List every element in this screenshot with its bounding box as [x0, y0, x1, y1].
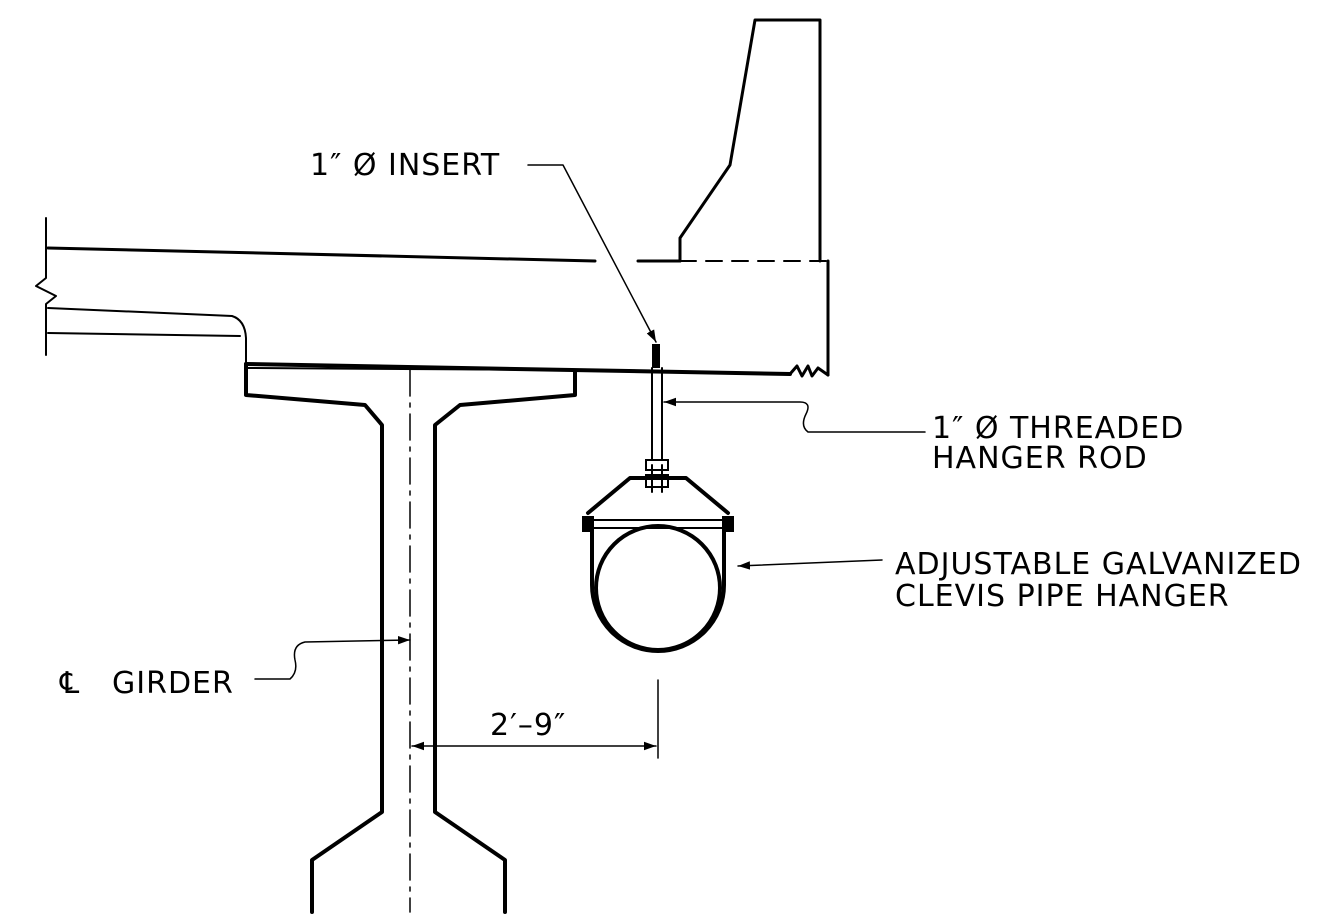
barrier-parapet: [678, 18, 822, 263]
rod-label-line2: HANGER ROD: [932, 441, 1148, 476]
centerline-symbol: ℄: [59, 666, 80, 701]
rod-leader: [663, 397, 926, 433]
dimension: [411, 679, 659, 759]
insert-label: 1″ Ø INSERT: [310, 148, 500, 183]
girder-label: GIRDER: [112, 666, 234, 701]
dimension-label: 2′–9″: [490, 708, 566, 743]
hanger-label-line1: ADJUSTABLE GALVANIZED: [895, 547, 1302, 582]
hanger-leader: [737, 559, 883, 570]
hanger-label-line2: CLEVIS PIPE HANGER: [895, 579, 1230, 614]
girder-leader: [254, 636, 411, 680]
deck-slab: [46, 246, 831, 378]
pipe: [594, 524, 722, 652]
hanger-rod: [645, 344, 669, 493]
insert-leader: [527, 164, 657, 343]
girder: [244, 362, 577, 914]
clevis-pipe-hanger: [582, 476, 734, 653]
rod-label-line1: 1″ Ø THREADED: [932, 411, 1184, 446]
break-line: [35, 217, 57, 356]
